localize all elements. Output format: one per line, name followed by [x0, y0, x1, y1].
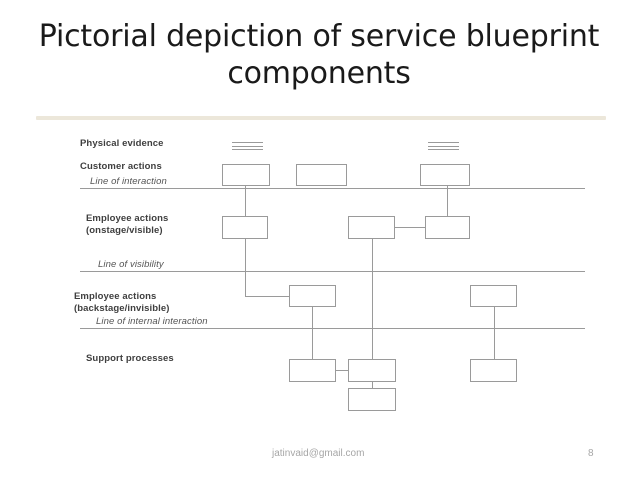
node-onstage-action-1[interactable]	[222, 216, 268, 239]
connector-support1-to-support2	[336, 370, 348, 371]
separator-line-of-internal-interaction	[80, 328, 585, 329]
swimlane-label-support-processes: Support processes	[86, 353, 174, 364]
separator-line-of-visibility	[80, 271, 585, 272]
swimlane-label-physical-evidence: Physical evidence	[80, 138, 164, 149]
connector-onstage1-to-backstage1	[245, 296, 289, 297]
separator-line-of-interaction	[80, 188, 585, 189]
node-backstage-action-2[interactable]	[470, 285, 517, 307]
footer-email: jatinvaid@gmail.com	[272, 448, 365, 459]
connector-backstage1-to-support1	[312, 307, 313, 359]
connector-onstage1-down	[245, 239, 246, 296]
swimlane-label-employee-actions-backstage: Employee actions (backstage/invisible)	[74, 291, 170, 314]
separator-label-line-of-interaction: Line of interaction	[90, 176, 167, 187]
connector-onstage2-to-support2	[372, 239, 373, 359]
connector-backstage2-to-support3	[494, 307, 495, 359]
footer-page-number: 8	[588, 448, 594, 459]
separator-label-line-of-internal-interaction: Line of internal interaction	[96, 316, 208, 327]
node-support-process-2[interactable]	[348, 359, 396, 382]
physical-evidence-mark-2	[428, 142, 459, 150]
connector-onstage2-to-onstage3	[395, 227, 426, 228]
node-support-process-4[interactable]	[348, 388, 396, 411]
node-support-process-3[interactable]	[470, 359, 517, 382]
physical-evidence-mark-1	[232, 142, 263, 150]
node-onstage-action-2[interactable]	[348, 216, 395, 239]
node-backstage-action-1[interactable]	[289, 285, 336, 307]
node-onstage-action-3[interactable]	[425, 216, 470, 239]
service-blueprint-diagram: Physical evidence Customer actions Emplo…	[0, 128, 638, 428]
connector-customer1-to-onstage1	[245, 186, 246, 216]
swimlane-label-customer-actions: Customer actions	[80, 161, 162, 172]
node-customer-action-1[interactable]	[222, 164, 270, 186]
connector-support2-to-support-bottom	[372, 382, 373, 388]
connector-customer3-to-onstage3	[447, 186, 448, 216]
title-divider	[36, 116, 606, 120]
node-support-process-1[interactable]	[289, 359, 336, 382]
page-title: Pictorial depiction of service blueprint…	[38, 19, 600, 91]
node-customer-action-3[interactable]	[420, 164, 470, 186]
node-customer-action-2[interactable]	[296, 164, 347, 186]
separator-label-line-of-visibility: Line of visibility	[98, 259, 164, 270]
swimlane-label-employee-actions-onstage: Employee actions (onstage/visible)	[86, 213, 169, 236]
